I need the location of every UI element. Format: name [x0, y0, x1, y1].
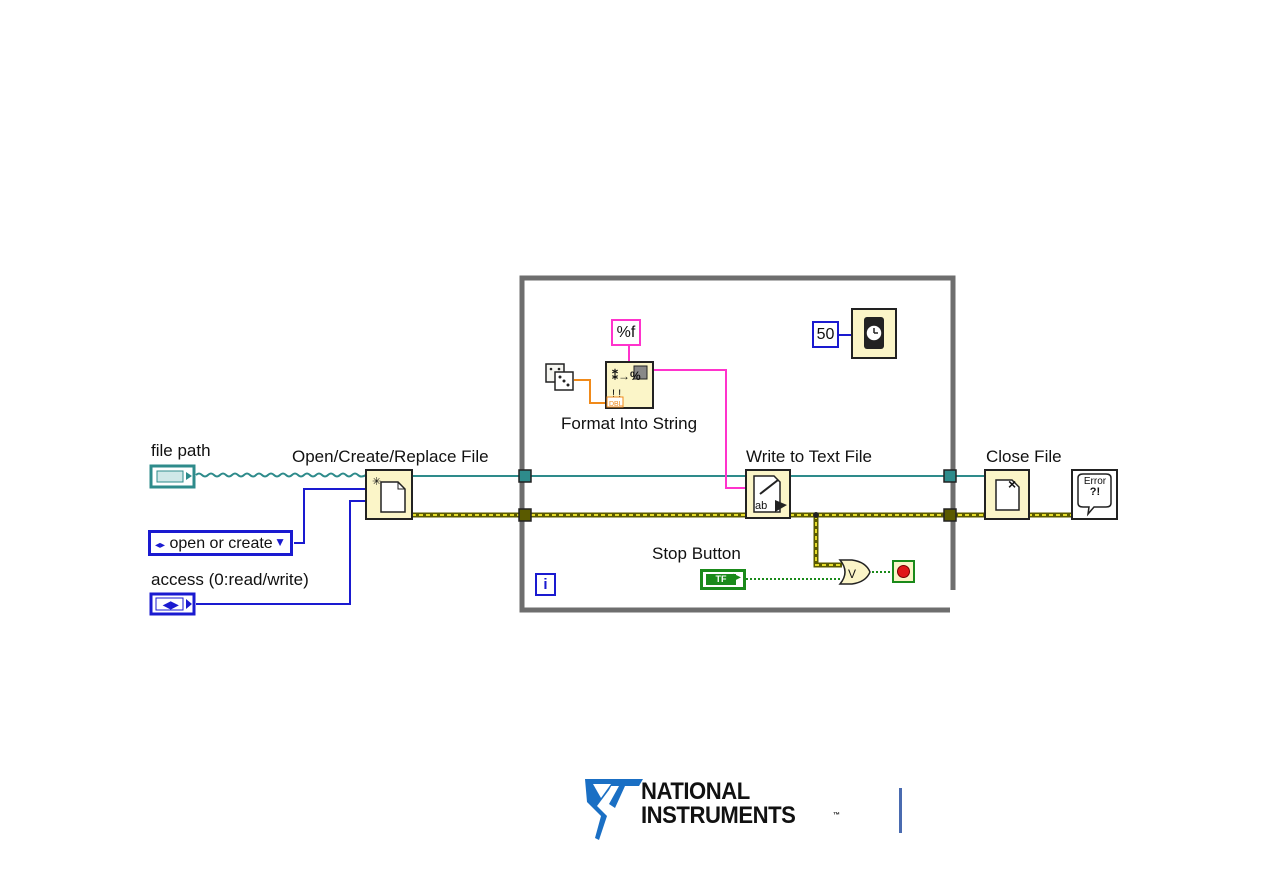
string-wire [654, 369, 746, 489]
logo-trademark: ™ [833, 812, 840, 819]
svg-text:✳: ✳ [372, 476, 381, 488]
operation-wire [294, 488, 366, 544]
open-create-replace-label: Open/Create/Replace File [292, 447, 489, 466]
dbl-wire [574, 379, 608, 404]
format-into-string-node: ⁑→% ! ! [605, 361, 654, 409]
stop-button-label: Stop Button [652, 544, 741, 563]
tf-label: TF [706, 574, 736, 585]
file-path-label: file path [151, 441, 211, 460]
error-branch-wire [813, 515, 842, 568]
operation-enum-value: open or create [169, 535, 273, 552]
error-text: Error ?! [1083, 476, 1107, 498]
enum-arrows-icon: ◂▸ [155, 540, 166, 551]
operation-enum-constant[interactable]: ◂▸ open or create ▼ [148, 530, 293, 556]
refnum-tunnel-in [518, 469, 532, 483]
while-loop-frame [519, 275, 956, 613]
svg-text:⁑→%: ⁑→% [612, 368, 641, 383]
format-spec-constant[interactable]: %f [611, 319, 641, 346]
logo-line2: INSTRUMENTS [641, 802, 796, 829]
open-create-replace-node: ✳ [365, 469, 413, 520]
wait-ms-node [851, 308, 897, 359]
access-label: access (0:read/write) [151, 570, 309, 589]
write-to-text-file-label: Write to Text File [746, 447, 872, 466]
footer-divider [899, 788, 902, 833]
file-path-wire [195, 472, 367, 478]
or-gate [838, 559, 871, 585]
error-handler-node [1071, 469, 1118, 520]
iteration-label: i [543, 576, 548, 593]
svg-text:◀▶: ◀▶ [162, 600, 180, 611]
close-file-node: × [984, 469, 1030, 520]
stop-button-terminal[interactable]: TF ▶ [700, 569, 746, 590]
logo-line1: NATIONAL [641, 778, 750, 805]
svg-text:! !: ! ! [612, 388, 621, 400]
svg-text:V: V [848, 567, 856, 581]
loop-gap [950, 590, 962, 614]
wire-junction [813, 512, 819, 518]
refnum-tunnel-out [943, 469, 957, 483]
dbl-label: DBL [609, 401, 623, 408]
tf-arrow-icon: ▶ [733, 572, 741, 583]
svg-text:×: × [1008, 476, 1016, 492]
write-text-file-node: ab [745, 469, 791, 519]
close-file-label: Close File [986, 447, 1062, 466]
error-tunnel-in [518, 508, 532, 522]
dropdown-arrow-icon: ▼ [274, 535, 286, 549]
wait-ms-constant[interactable]: 50 [812, 321, 839, 348]
error-tunnel-out [943, 508, 957, 522]
national-instruments-logo-icon [585, 779, 643, 840]
access-wire [196, 500, 366, 605]
random-number-icon [545, 363, 574, 391]
format-into-string-label: Format Into String [561, 414, 698, 433]
error-branch-stripe [815, 515, 842, 566]
stop-sign-icon [897, 565, 910, 578]
iteration-terminal [535, 573, 556, 596]
svg-text:ab: ab [755, 500, 767, 512]
